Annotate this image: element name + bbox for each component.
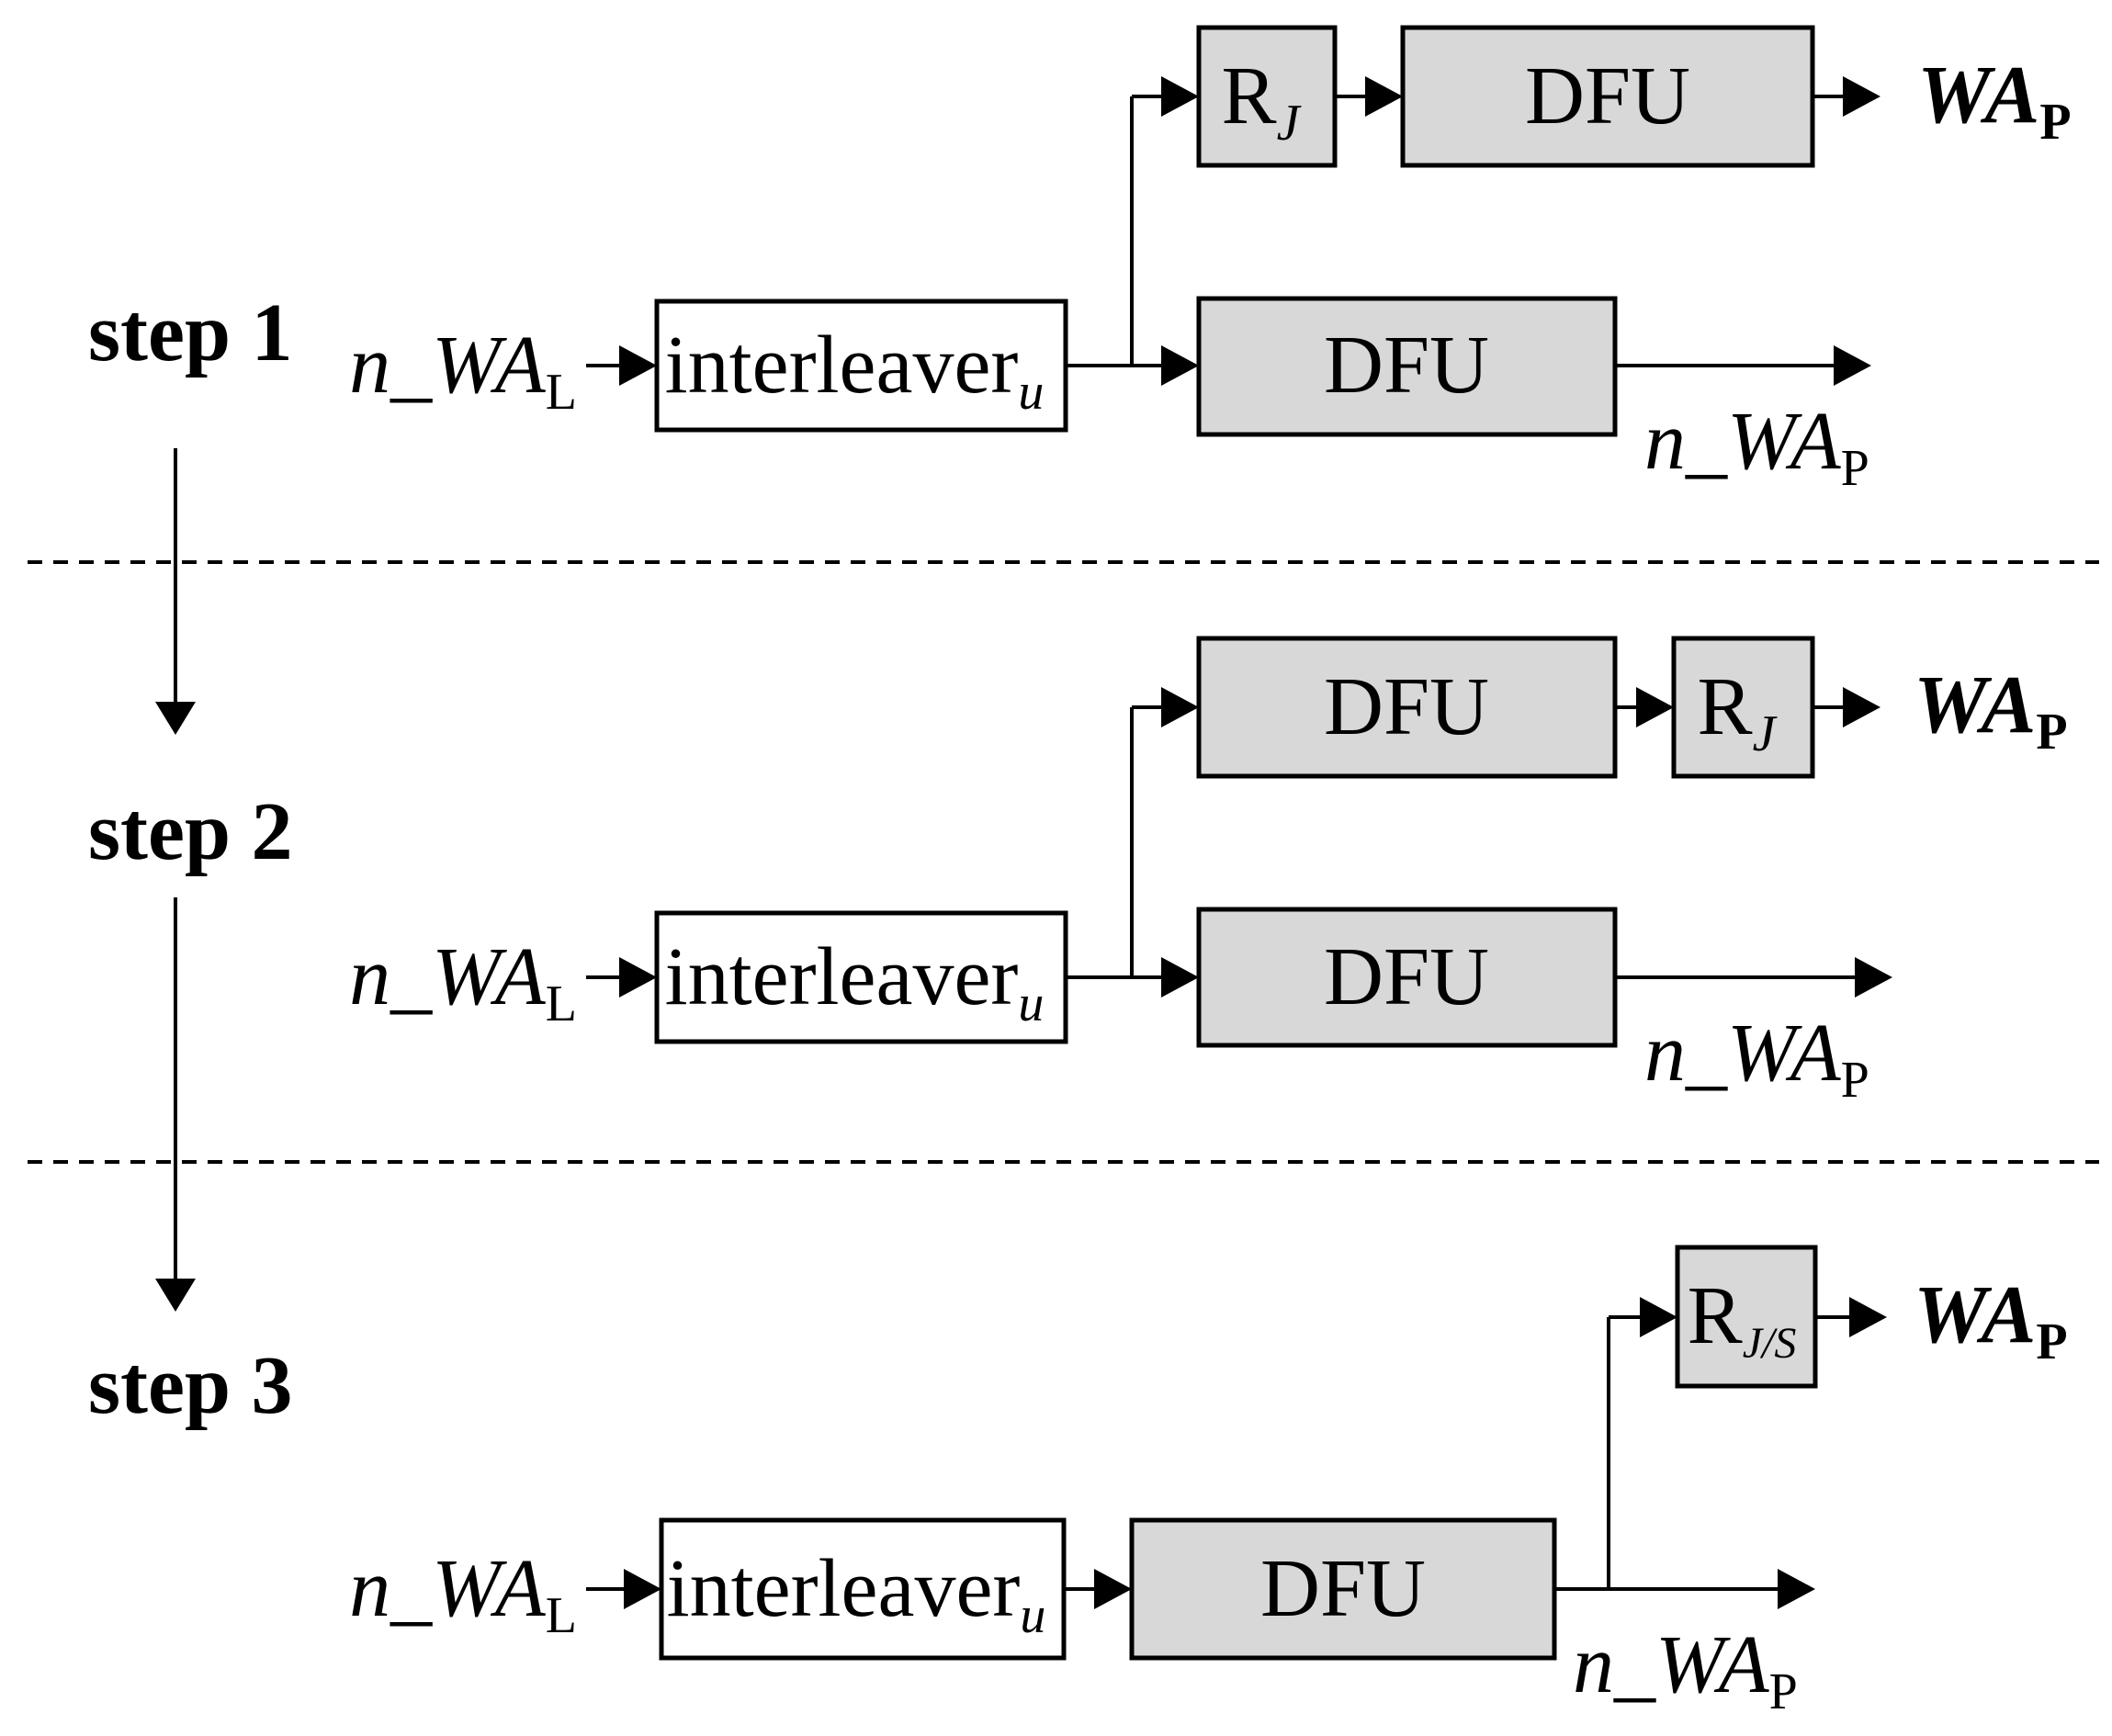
step2-to-step3-arrow xyxy=(155,897,196,1312)
step3-interleaver-label: interleaveru xyxy=(667,1543,1046,1644)
step2-dfu-arrowhead-icon xyxy=(1161,957,1199,998)
step1-dfu-top-label: DFU xyxy=(1525,51,1690,141)
step3-label: step 3 xyxy=(88,1340,293,1431)
step2-label: step 2 xyxy=(88,786,293,877)
step1-rj-label: RJ xyxy=(1222,51,1303,152)
step2-dfu-top-box xyxy=(1196,636,1618,779)
step1-nwa-output-label: n_WAP xyxy=(1644,396,1869,497)
step1-to-step2-arrow xyxy=(155,448,196,735)
step2-dfu-main-box xyxy=(1196,907,1618,1048)
step1-interleaver-label: interleaveru xyxy=(665,320,1045,421)
step3-rjs-label: RJ/S xyxy=(1688,1270,1797,1368)
step3-wa-arrowhead-icon xyxy=(1849,1297,1887,1337)
step2-input-label: n_WAL xyxy=(349,931,577,1032)
step3-dfu-label: DFU xyxy=(1260,1543,1426,1634)
step2-rj-label: RJ xyxy=(1698,661,1779,762)
step3-interleaver-box xyxy=(659,1517,1067,1661)
step2-section: step 2 n_WAL interleaveru DFU RJ WAP DFU… xyxy=(88,636,2068,1109)
step1-section: step 1 n_WAL interleaveru RJ DFU WAP DFU xyxy=(88,25,2072,497)
step1-dfu-main-label: DFU xyxy=(1324,320,1489,411)
step2-wa-arrowhead-icon xyxy=(1843,687,1880,727)
step1-rj-box xyxy=(1196,25,1338,168)
step3-wa-output-label: WAP xyxy=(1914,1269,2068,1370)
step2-dfu-main-label: DFU xyxy=(1324,931,1489,1022)
step3-section: step 3 n_WAL interleaveru DFU RJ/S WAP n… xyxy=(88,1245,2068,1720)
step1-to-step2-arrowhead-icon xyxy=(155,702,196,735)
step2-dfu-top-arrowhead-icon xyxy=(1161,687,1199,727)
step1-rj-arrowhead-icon xyxy=(1161,76,1199,117)
step2-interleaver-box xyxy=(654,910,1068,1044)
step1-dfu-arrowhead-icon xyxy=(1161,345,1199,386)
step3-nwa-output-label: n_WAP xyxy=(1573,1619,1798,1720)
step1-label: step 1 xyxy=(88,287,293,378)
step2-rj-arrowhead-icon xyxy=(1636,687,1674,727)
step1-rj-dfu-arrowhead-icon xyxy=(1365,76,1403,117)
step3-input-label: n_WAL xyxy=(349,1543,577,1644)
step3-rjs-arrowhead-icon xyxy=(1640,1297,1677,1337)
step2-dfu-top-label: DFU xyxy=(1324,661,1489,752)
step2-wa-output-label: WAP xyxy=(1914,659,2068,761)
step1-input-arrowhead-icon xyxy=(619,345,657,386)
step1-wa-arrowhead-icon xyxy=(1843,76,1880,117)
step3-dfu-arrowhead-icon xyxy=(1094,1569,1132,1609)
step2-to-step3-arrowhead-icon xyxy=(155,1279,196,1312)
step2-input-arrowhead-icon xyxy=(619,957,657,998)
step2-nwa-output-label: n_WAP xyxy=(1644,1008,1869,1109)
step2-output-arrowhead-icon xyxy=(1855,957,1892,998)
step1-dfu-main-box xyxy=(1196,296,1618,437)
step3-rjs-box xyxy=(1675,1245,1818,1389)
step1-output-arrowhead-icon xyxy=(1834,345,1871,386)
step1-input-label: n_WAL xyxy=(349,320,577,421)
step3-output-arrowhead-icon xyxy=(1778,1569,1815,1609)
step2-interleaver-label: interleaveru xyxy=(665,931,1045,1032)
step1-wa-output-label: WAP xyxy=(1917,50,2072,151)
step3-input-arrowhead-icon xyxy=(624,1569,661,1609)
